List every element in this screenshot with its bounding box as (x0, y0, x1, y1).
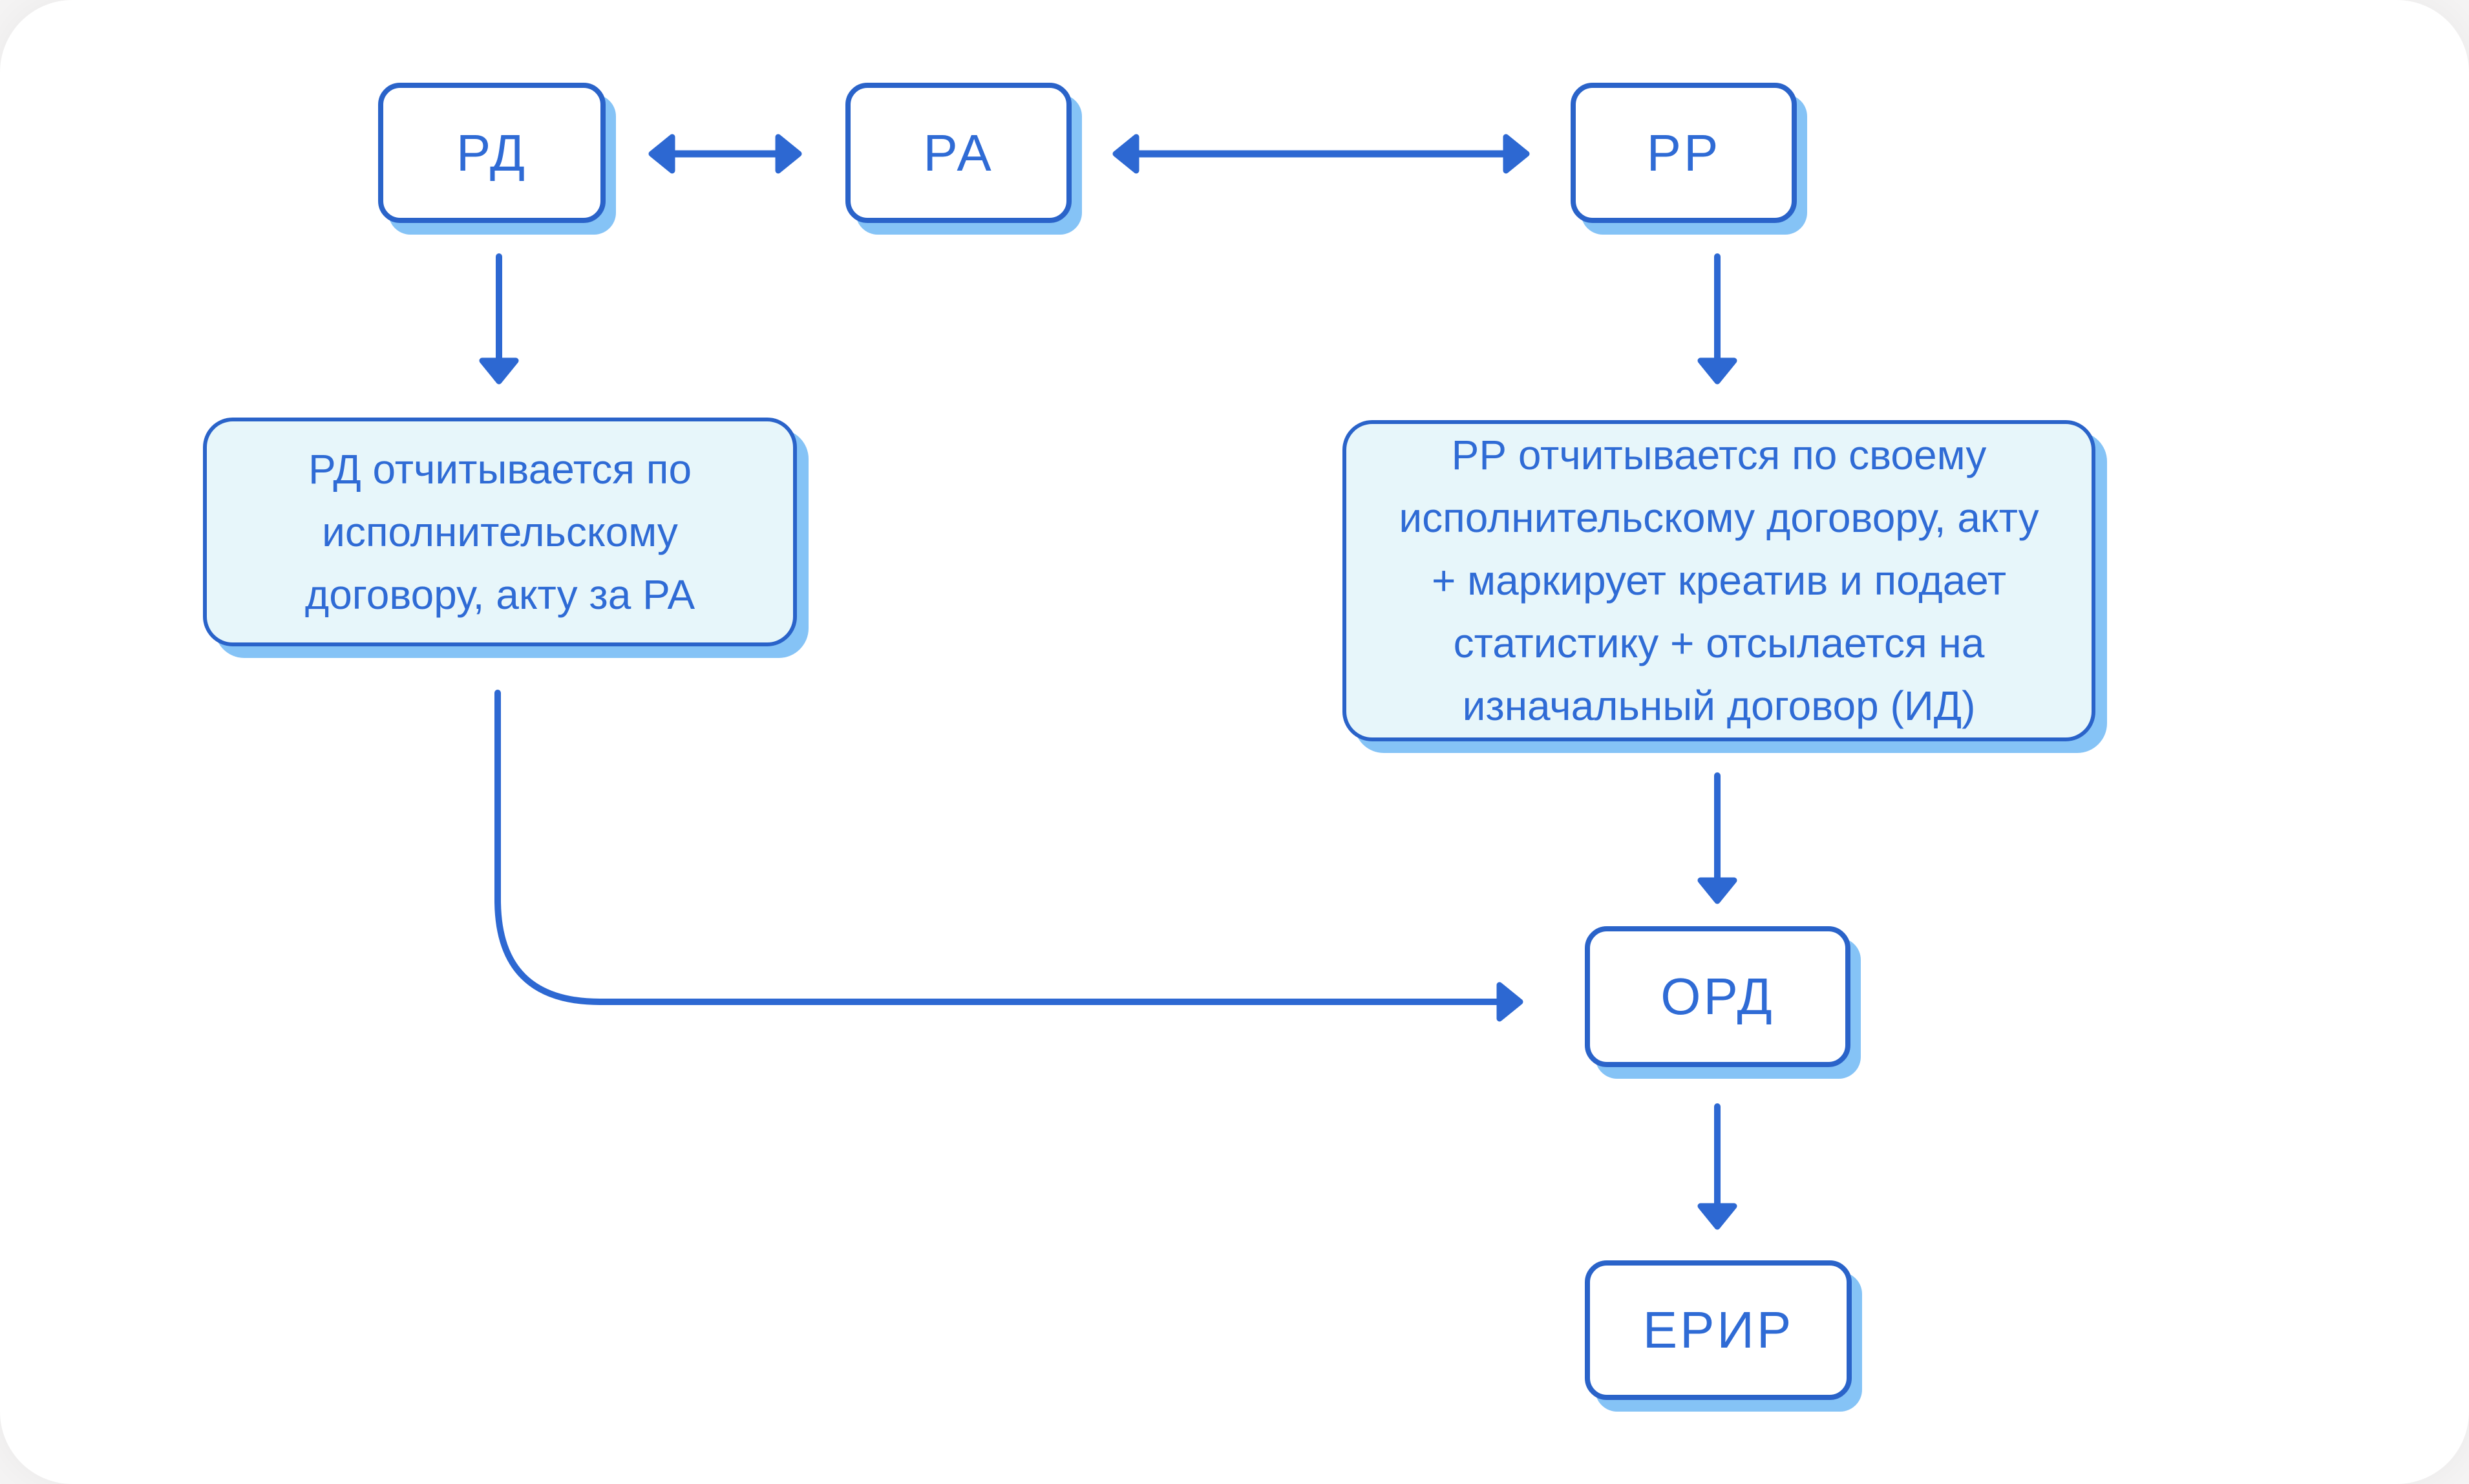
node-label: РА (923, 123, 994, 182)
note-rd-reporting: РД отчитывается по исполнительскому дого… (203, 418, 797, 646)
node-label: ОРД (1660, 968, 1775, 1025)
node-ra: РА (845, 83, 1072, 223)
arrow-ra-rr-bidirectional-icon (1112, 134, 1530, 174)
note-line: исполнительскому (322, 508, 678, 555)
note-line: договору, акту за РА (304, 571, 695, 618)
node-label: ЕРИР (1642, 1301, 1794, 1359)
note-line: исполнительскому договору, акту (1399, 494, 2039, 541)
node-erir: ЕРИР (1585, 1260, 1852, 1400)
note-line: статистику + отсылается на (1453, 620, 1985, 666)
arrowhead-right-icon (1503, 134, 1530, 174)
arrow-ord-to-erir-icon (1697, 1103, 1737, 1230)
arrow-elbow-line (494, 690, 1500, 1005)
arrow-rr-to-note-icon (1697, 253, 1737, 385)
arrowhead-down-icon (479, 357, 519, 385)
arrow-rd-ra-bidirectional-icon (648, 134, 802, 174)
arrow-rd-to-note-icon (479, 253, 519, 385)
node-label: РР (1646, 123, 1721, 182)
arrowhead-down-icon (1697, 357, 1737, 385)
arrow-note-left-to-ord-icon (494, 690, 1523, 1022)
arrowhead-right-icon (775, 134, 802, 174)
node-label: РД (456, 123, 528, 182)
note-line: + маркирует креатив и подает (1431, 557, 2007, 604)
arrowhead-left-icon (648, 134, 675, 174)
note-rr-reporting: РР отчитывается по своему исполнительско… (1342, 420, 2095, 741)
note-line: РД отчитывается по (308, 445, 692, 493)
arrowhead-right-icon (1496, 982, 1523, 1022)
arrowhead-down-icon (1697, 1203, 1737, 1230)
arrowhead-left-icon (1112, 134, 1139, 174)
note-line: изначальный договор (ИД) (1462, 683, 1976, 729)
node-ord: ОРД (1585, 926, 1850, 1067)
arrow-note-to-ord-icon (1697, 772, 1737, 904)
node-rd: РД (378, 83, 606, 223)
node-rr: РР (1571, 83, 1797, 223)
note-line: РР отчитывается по своему (1451, 432, 1987, 478)
arrowhead-down-icon (1697, 877, 1737, 904)
